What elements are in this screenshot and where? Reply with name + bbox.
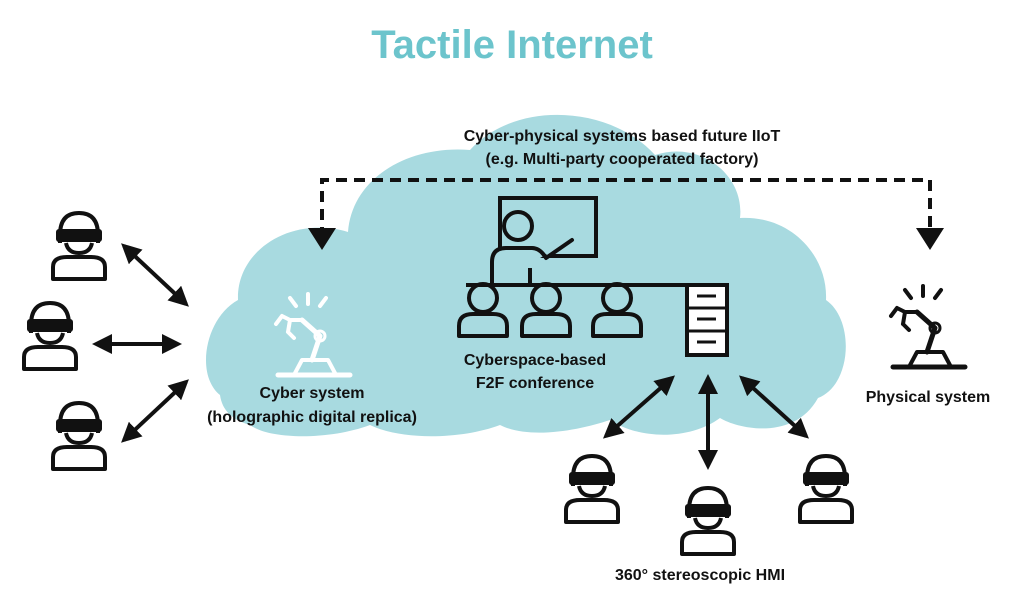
vr-user-icon-bottom-2 [680, 486, 736, 556]
vr-user-icon-left-2 [22, 301, 78, 371]
diagram-title: Tactile Internet [371, 23, 653, 67]
physical-robot-arm-icon [891, 286, 965, 367]
presentation-icon [466, 196, 690, 287]
cyber-system-label: Cyber system [260, 385, 365, 402]
conference-sublabel: F2F conference [476, 375, 594, 392]
left-arrows [92, 243, 189, 443]
top-label-line1: Cyber-physical systems based future IIoT [464, 128, 781, 145]
conference-label: Cyberspace-based [464, 352, 606, 369]
server-icon [685, 283, 729, 357]
vr-user-icon-bottom-3 [798, 454, 854, 524]
physical-system-label: Physical system [866, 389, 991, 406]
vr-user-icon-bottom-1 [564, 454, 620, 524]
cyber-system-sublabel: (holographic digital replica) [207, 409, 417, 426]
iiot-dashed-connector [308, 178, 944, 250]
top-label-line2: (e.g. Multi-party cooperated factory) [486, 151, 759, 168]
vr-user-icon-left-1 [51, 211, 107, 281]
vr-user-icon-left-3 [51, 401, 107, 471]
hmi-label: 360° stereoscopic HMI [615, 567, 785, 584]
hmi-arrows [602, 374, 809, 470]
